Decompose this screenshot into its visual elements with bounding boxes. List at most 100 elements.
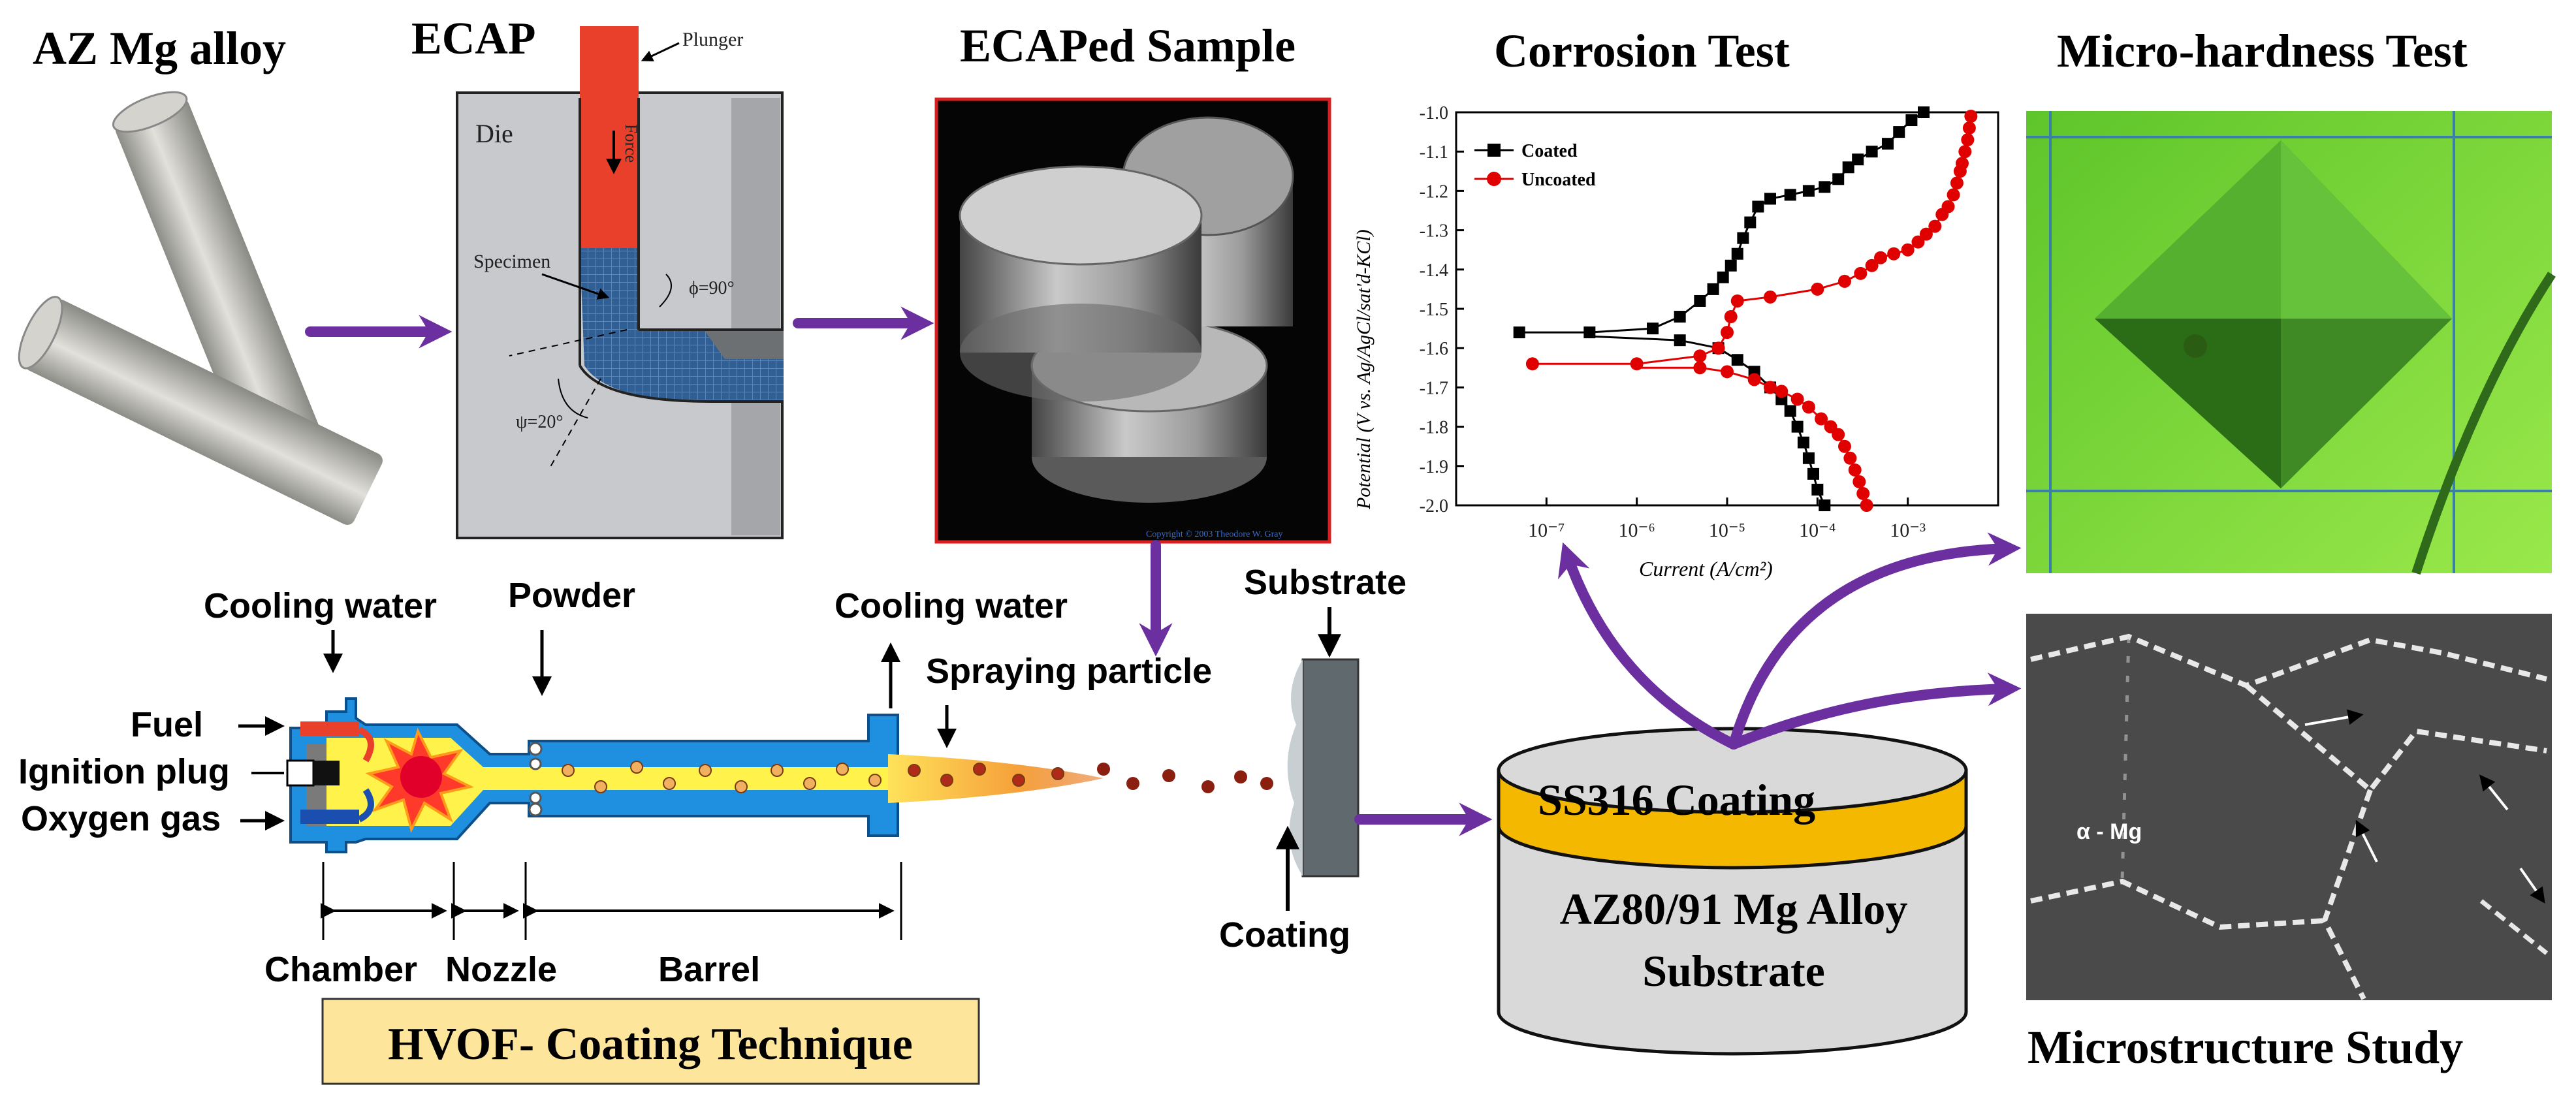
data-point-uncoated — [1911, 235, 1925, 249]
data-point-uncoated — [1947, 188, 1960, 202]
ecap-force-label: Force — [622, 124, 641, 163]
data-point-uncoated — [1856, 486, 1870, 500]
data-point-coated — [1852, 153, 1864, 166]
ecap-specimen-label: Specimen — [473, 251, 550, 272]
data-point-uncoated — [1865, 259, 1879, 272]
y-tick-label: -1.0 — [1420, 103, 1448, 123]
data-point-uncoated — [1775, 385, 1789, 398]
spray-particles — [1097, 763, 1273, 793]
data-point-coated — [1832, 173, 1845, 185]
mg-rods-image — [18, 91, 383, 525]
data-point-uncoated — [1721, 365, 1734, 379]
data-point-uncoated — [1693, 361, 1707, 375]
data-point-uncoated — [1874, 251, 1888, 264]
y-axis-label: Potential (V vs. Ag/AgCl/sat'd-KCl) — [1353, 229, 1375, 510]
dimension-lines — [320, 862, 902, 940]
data-point-coated — [1583, 326, 1596, 339]
y-tick-label: -1.6 — [1420, 339, 1448, 359]
data-point-uncoated — [1961, 133, 1975, 147]
data-point-uncoated — [1950, 176, 1964, 190]
ecap-specimen — [580, 248, 784, 402]
arrow-to-microstructure — [1728, 672, 2022, 750]
data-point-uncoated — [1721, 326, 1734, 340]
powder-particle — [836, 763, 849, 776]
data-point-coated — [1807, 467, 1820, 480]
data-point-coated — [1717, 271, 1729, 283]
y-axis-ticks: -1.0-1.1-1.2-1.3-1.4-1.5-1.6-1.7-1.8-1.9… — [1420, 103, 1464, 516]
microstructure-sem-image: α - Mg — [2026, 614, 2552, 1000]
data-point-coated — [1819, 499, 1831, 511]
powder-particle — [771, 764, 784, 777]
powder-particle — [940, 774, 953, 787]
data-point-uncoated — [1887, 247, 1901, 261]
x-tick-label: 10⁻⁴ — [1799, 520, 1836, 541]
data-point-uncoated — [1964, 110, 1978, 123]
data-point-coated — [1764, 193, 1777, 205]
data-point-uncoated — [1919, 227, 1933, 241]
x-tick-label: 10⁻³ — [1890, 520, 1926, 541]
label-spraying-particle: Spraying particle — [926, 652, 1212, 691]
data-point-coated — [1737, 232, 1749, 244]
spray-particle — [1097, 763, 1110, 776]
data-point-uncoated — [1854, 266, 1868, 280]
data-point-coated — [1784, 189, 1796, 201]
coated-cylinder — [1497, 727, 1968, 1056]
y-tick-label: -2.0 — [1420, 496, 1448, 516]
powder-particle — [699, 764, 712, 777]
photo-copyright: Copyright © 2003 Theodore W. Gray — [1146, 529, 1282, 539]
data-point-coated — [1866, 146, 1878, 158]
data-point-coated — [1905, 114, 1918, 127]
data-point-coated — [1647, 323, 1659, 335]
title-ecap: ECAP — [411, 14, 536, 64]
ecap-diagram: Force Plunger Die Specimen ϕ=90° ψ=20° — [456, 26, 784, 539]
coated-substrate-panel — [1287, 658, 1360, 877]
data-point-uncoated — [1802, 400, 1815, 414]
data-point-uncoated — [1901, 243, 1915, 257]
cylinder-substrate-line2: Substrate — [1642, 946, 1825, 996]
spray-particle — [1201, 780, 1215, 793]
ecaped-sample-photo: Copyright © 2003 Theodore W. Gray — [934, 97, 1331, 544]
data-point-coated — [1513, 326, 1525, 339]
ecap-die-label: Die — [475, 119, 513, 148]
label-ignition-plug: Ignition plug — [18, 752, 230, 791]
label-fuel: Fuel — [131, 705, 203, 744]
powder-particle — [908, 764, 921, 777]
legend: Coated Uncoated — [1474, 141, 1596, 190]
powder-particle — [663, 777, 676, 790]
title-microstructure-study: Microstructure Study — [2027, 1021, 2463, 1073]
data-point-uncoated — [1860, 499, 1873, 512]
data-point-coated — [1881, 138, 1894, 150]
corrosion-chart: -1.0-1.1-1.2-1.3-1.4-1.5-1.6-1.7-1.8-1.9… — [1353, 103, 1999, 580]
x-axis-label: Current (A/cm²) — [1639, 557, 1773, 580]
data-point-uncoated — [1790, 392, 1804, 406]
y-tick-label: -1.2 — [1420, 182, 1448, 202]
label-powder: Powder — [508, 576, 635, 615]
ecap-plunger-label: Plunger — [682, 29, 743, 50]
data-point-uncoated — [1815, 412, 1828, 426]
data-point-coated — [1674, 334, 1686, 347]
legend-coated: Coated — [1521, 141, 1578, 161]
data-point-coated — [1707, 283, 1719, 295]
data-point-uncoated — [1848, 463, 1862, 477]
powder-particle — [803, 777, 816, 790]
flow-arrows — [305, 306, 2022, 836]
data-point-coated — [1842, 161, 1854, 174]
data-point-uncoated — [1730, 294, 1744, 308]
label-cooling-water-left: Cooling water — [204, 586, 437, 625]
data-point-coated — [1694, 294, 1706, 307]
data-point-coated — [1819, 181, 1831, 193]
spray-particle — [1260, 777, 1273, 790]
y-tick-label: -1.9 — [1420, 457, 1448, 477]
data-point-coated — [1725, 259, 1737, 272]
data-point-coated — [1918, 106, 1930, 118]
data-point-uncoated — [1955, 157, 1969, 170]
spray-particle — [1234, 770, 1247, 783]
y-tick-label: -1.5 — [1420, 300, 1448, 320]
hvof-technique-box — [321, 998, 980, 1085]
micro-hardness-image — [2026, 111, 2556, 575]
data-point-uncoated — [1693, 349, 1707, 363]
label-chamber: Chamber — [264, 950, 417, 989]
data-point-uncoated — [1832, 428, 1845, 441]
hvof-technique-label: HVOF- Coating Technique — [388, 1019, 913, 1069]
powder-particle — [973, 763, 986, 776]
